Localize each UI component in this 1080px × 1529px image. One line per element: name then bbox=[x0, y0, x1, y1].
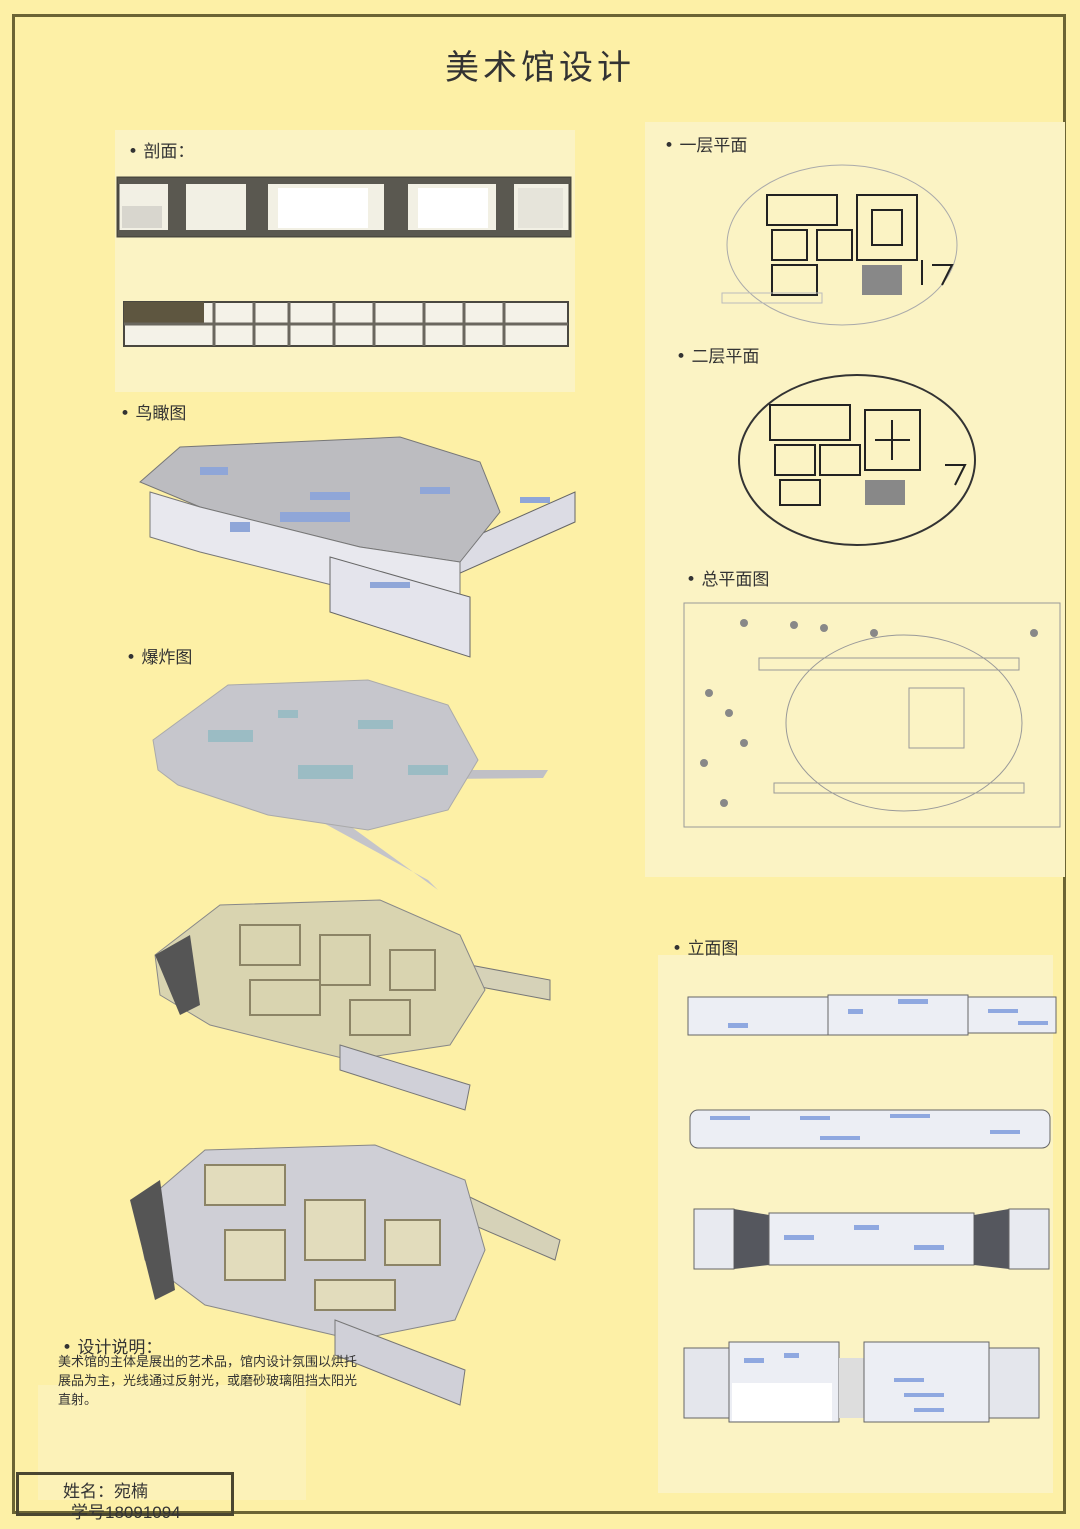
elevation-2 bbox=[689, 1109, 1051, 1149]
section-drawing-1 bbox=[116, 176, 572, 238]
floor2-label: 二层平面 bbox=[676, 342, 759, 367]
exploded-label: 爆炸图 bbox=[126, 643, 192, 668]
section-panel bbox=[115, 130, 575, 392]
section-label: 剖面： bbox=[128, 137, 194, 162]
elevation-label: 立面图 bbox=[672, 934, 738, 959]
elevation-1 bbox=[687, 994, 1057, 1036]
author-box: 姓名：宛楠 学号18091094 bbox=[16, 1472, 234, 1522]
floor1-plan bbox=[721, 164, 958, 326]
site-plan bbox=[683, 602, 1061, 828]
description-panel bbox=[38, 1385, 306, 1500]
elevation-4 bbox=[683, 1341, 1040, 1423]
description-text: 美术馆的主体是展出的艺术品，馆内设计氛围以烘托展品为主，光线通过反射光，或磨砂玻… bbox=[58, 1355, 358, 1408]
floor2-plan bbox=[738, 374, 976, 546]
floor1-label: 一层平面 bbox=[664, 131, 747, 156]
exploded-level-1 bbox=[154, 899, 551, 1111]
aerial-view-model bbox=[139, 436, 576, 658]
author-name: 姓名：宛楠 bbox=[63, 1482, 148, 1502]
section-drawing-2 bbox=[123, 301, 569, 347]
exploded-level-2 bbox=[130, 1144, 561, 1406]
elevation-3 bbox=[693, 1208, 1050, 1270]
aerial-label: 鸟瞰图 bbox=[120, 399, 186, 424]
site-plan-label: 总平面图 bbox=[686, 565, 769, 590]
student-id: 学号18091094 bbox=[71, 1503, 181, 1522]
exploded-roof bbox=[152, 679, 548, 890]
poster-title: 美术馆设计 bbox=[445, 48, 635, 88]
plans-panel bbox=[645, 122, 1065, 877]
description-heading: 设计说明： bbox=[62, 1333, 162, 1358]
